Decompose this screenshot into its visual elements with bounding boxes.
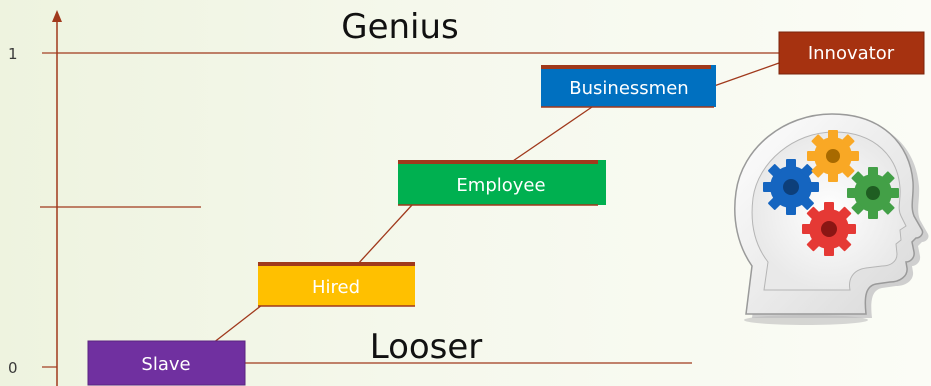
stage-slave-label: Slave [141, 354, 190, 375]
stage-employee-label: Employee [456, 175, 545, 196]
connector-employee-businessmen [509, 106, 593, 164]
stage-hired-label: Hired [312, 277, 360, 298]
stage-slave: Slave [87, 340, 246, 386]
connector-hired-employee [356, 204, 413, 266]
blue-gear-icon [763, 159, 819, 215]
stage-employee: Employee [398, 160, 606, 206]
connector-slave-hired [212, 304, 263, 344]
red-gear-icon [802, 202, 856, 256]
stage-hired-box [258, 262, 415, 306]
genius-label: Genius [341, 7, 459, 47]
looser-label: Looser [370, 327, 483, 367]
stage-hired: Hired [258, 262, 415, 307]
stage-innovator-box [778, 31, 925, 75]
head-base-shadow [744, 315, 868, 325]
stage-innovator: Innovator [778, 31, 925, 75]
yellow-gear-icon [807, 130, 859, 182]
stage-businessmen-label: Businessmen [569, 78, 688, 99]
green-gear-icon [847, 167, 899, 219]
y-tick-label-bottom: 0 [8, 359, 18, 377]
head-gears-image [734, 113, 929, 325]
stage-businessmen-top-edge [541, 65, 711, 69]
stage-slave-box [87, 340, 246, 386]
connector-businessmen-innovator [713, 62, 780, 87]
stage-employee-box [398, 160, 606, 205]
y-tick-label-top: 1 [8, 45, 18, 63]
y-axis-arrow [52, 10, 62, 22]
stage-businessmen-box [541, 65, 716, 107]
stage-hired-top-edge [258, 262, 415, 266]
stage-businessmen: Businessmen [541, 65, 716, 108]
stage-innovator-label: Innovator [808, 43, 895, 64]
stage-employee-top-edge [398, 160, 598, 164]
